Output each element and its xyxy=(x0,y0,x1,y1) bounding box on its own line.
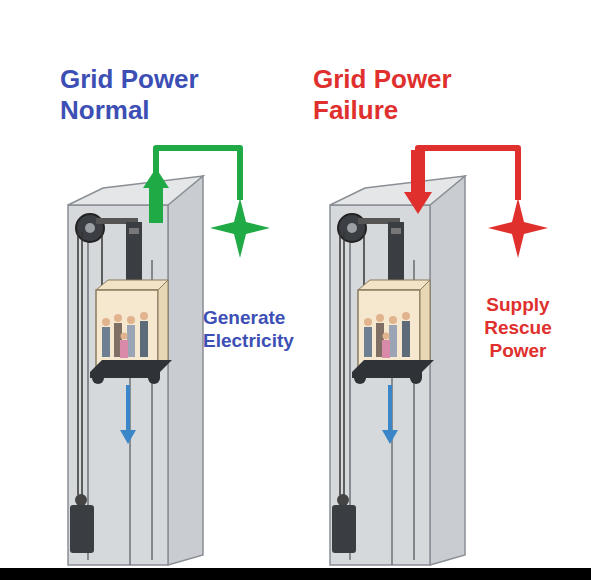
state-heading: Grid Power Normal xyxy=(60,64,280,126)
state-heading: Grid Power Failure xyxy=(313,64,533,126)
function-label: Supply Rescue Power xyxy=(468,294,568,362)
function-label: Generate Electricity xyxy=(203,307,315,353)
